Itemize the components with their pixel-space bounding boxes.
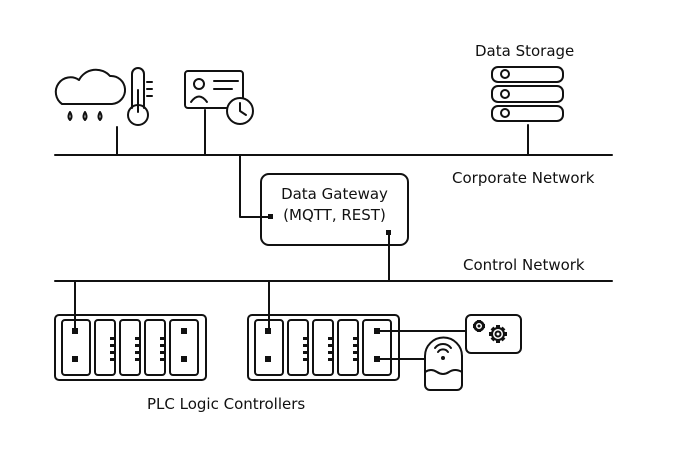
data-storage-label: Data Storage: [475, 42, 575, 60]
level-sensor-tank-icon: [424, 336, 463, 391]
control-network-line: [54, 234, 613, 331]
weather-cloud-rain-icon: [54, 68, 127, 121]
database-server-icon: [491, 66, 564, 122]
data-gateway: [260, 173, 409, 246]
gateway-corporate-link: [239, 154, 269, 218]
field-device-links: [379, 330, 467, 360]
gateway-title: Data Gateway: [281, 185, 388, 203]
control-network-label: Control Network: [463, 256, 585, 274]
gateway-protocols: (MQTT, REST): [283, 206, 386, 224]
plc-controller-rack-1: [54, 314, 207, 381]
plc-controllers-label: PLC Logic Controllers: [147, 395, 306, 413]
thermometer-icon: [127, 67, 153, 126]
employee-id-clock-icon: [184, 70, 254, 125]
corporate-network-label: Corporate Network: [452, 169, 595, 187]
gears-icon: [465, 314, 522, 354]
gateway-label: Data Gateway (MQTT, REST): [261, 184, 408, 226]
corporate-network-line: [54, 109, 613, 156]
plc-controller-rack-2: [247, 314, 400, 381]
